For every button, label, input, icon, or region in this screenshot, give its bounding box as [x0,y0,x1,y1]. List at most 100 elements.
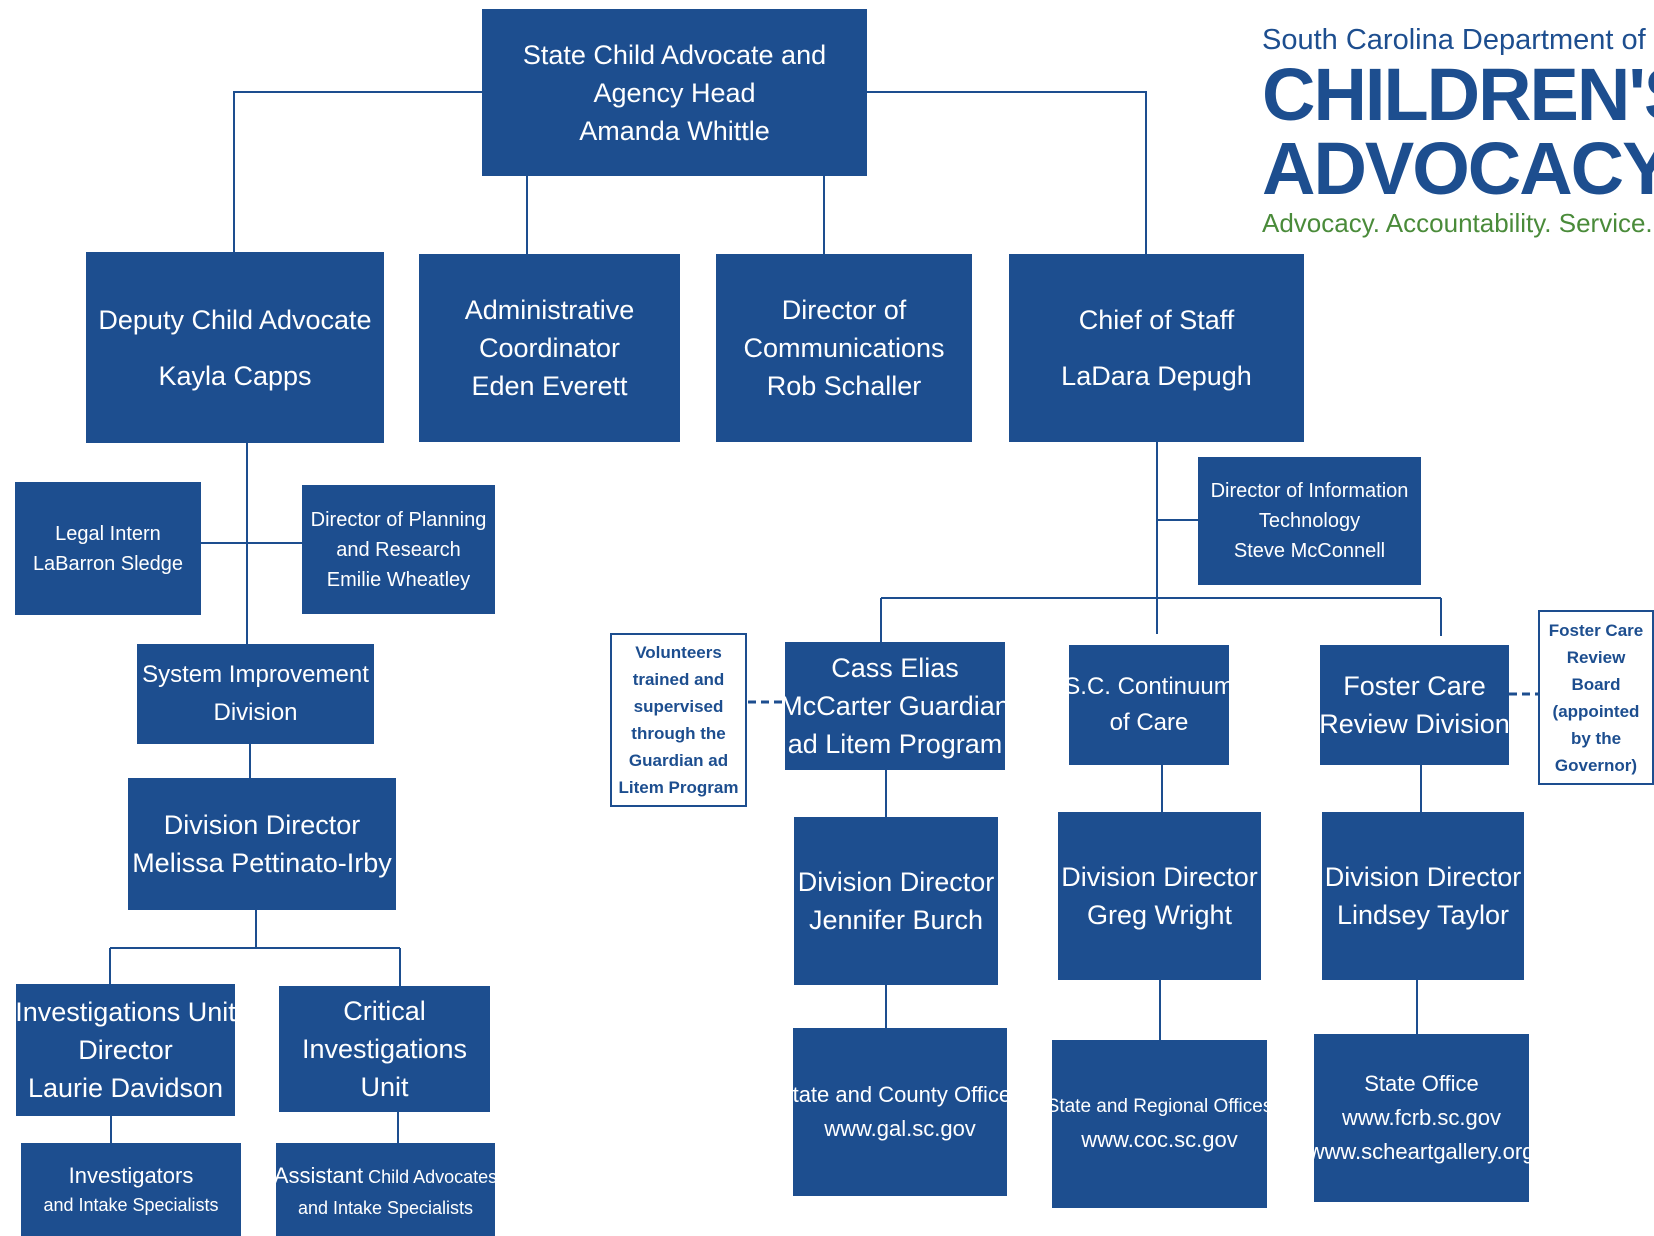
continuum-of-care-box: S.C. Continuum of Care [1064,645,1234,765]
critical-investigations-line-3: Unit [360,1072,409,1102]
admin-line-1: Administrative [464,295,635,325]
communications-line-1: Director of [781,295,907,325]
chief-of-staff-box: Chief of Staff LaDara Depugh [1009,254,1304,442]
investigations-unit-name: Laurie Davidson [27,1073,224,1103]
fcr-offices-line-1: State Office [1364,1071,1479,1096]
volunteers-note-line-6: Litem Program [618,778,739,797]
si-division-director-box: Division Director Melissa Pettinato-Irby [128,778,396,910]
gal-offices-line-1: State and County Offices [777,1082,1023,1107]
coc-division-director-box: Division Director Greg Wright [1058,812,1261,980]
volunteers-note-box: Volunteers trained and supervised throug… [610,633,747,807]
foster-care-review-division-box: Foster Care Review Division [1319,645,1510,765]
investigations-unit-director-box: Investigations Unit Director Laurie Davi… [15,984,236,1116]
admin-line-2: Coordinator [478,333,621,363]
continuum-line-1: S.C. Continuum [1064,673,1234,700]
chief-of-staff-name: LaDara Depugh [1061,361,1252,391]
administrative-coordinator-box: Administrative Coordinator Eden Everett [419,254,680,442]
coc-offices-line-1: State and Regional Offices [1046,1096,1273,1117]
fcr-board-note-line-5: by the [1570,728,1622,748]
fcr-board-note-line-3: Board [1571,674,1621,694]
gal-director-name: Jennifer Burch [808,905,984,935]
assistant-child-advocates-box: Assistant Child Advocates and Intake Spe… [274,1143,497,1236]
director-of-communications-box: Director of Communications Rob Schaller [716,254,972,442]
fcr-offices-box: State Office www.fcrb.sc.gov www.scheart… [1309,1034,1534,1202]
volunteers-note-line-4: through the [631,724,726,743]
planning-name: Emilie Wheatley [326,568,471,591]
si-director-title: Division Director [163,810,361,840]
coc-director-title: Division Director [1061,862,1258,892]
guardian-ad-litem-program-box: Cass Elias McCarter Guardian ad Litem Pr… [780,642,1010,770]
assistant-line-2: and Intake Specialists [297,1198,474,1218]
coc-director-name: Greg Wright [1086,900,1233,930]
si-director-name: Melissa Pettinato-Irby [132,848,392,878]
gal-offices-url: www.gal.sc.gov [824,1116,976,1141]
fcr-board-note-line-1: Foster Care [1548,620,1644,640]
coc-offices-url: www.coc.sc.gov [1081,1127,1238,1152]
system-improvement-line-1: System Improvement [142,661,369,688]
investigations-unit-line-1: Investigations Unit [15,997,236,1027]
gal-program-line-3: ad Litem Program [787,729,1003,759]
planning-line-1: Director of Planning [310,508,487,531]
head-title-line-2: Agency Head [593,77,756,108]
assistant-line-1a: Assistant [273,1163,364,1188]
system-improvement-line-2: Division [213,699,298,726]
fcr-board-note-line-6: Governor) [1554,755,1638,775]
gal-program-line-1: Cass Elias [831,653,959,683]
volunteers-note-line-2: trained and [632,670,725,689]
system-improvement-division-box: System Improvement Division [137,644,374,744]
critical-investigations-unit-box: Critical Investigations Unit [279,986,490,1112]
investigators-line-1: Investigators [68,1163,194,1188]
investigators-box: Investigators and Intake Specialists [21,1143,241,1236]
fcr-director-name: Lindsey Taylor [1336,900,1510,930]
admin-name: Eden Everett [471,371,628,401]
chief-of-staff-title: Chief of Staff [1078,305,1235,335]
director-of-it-box: Director of Information Technology Steve… [1198,457,1421,585]
deputy-child-advocate-box: Deputy Child Advocate Kayla Capps [86,252,384,443]
deputy-title: Deputy Child Advocate [98,304,372,335]
it-director-line-2: Technology [1258,510,1361,532]
gal-director-title: Division Director [797,867,995,897]
fcr-offices-url-1: www.fcrb.sc.gov [1342,1105,1501,1130]
coc-offices-box: State and Regional Offices www.coc.sc.go… [1047,1040,1272,1208]
logo-line-3: ADVOCACY [1262,127,1654,210]
legal-intern-name: LaBarron Sledge [32,552,184,575]
fcr-board-note-line-2: Review [1566,647,1626,667]
assistant-line-1b: Child Advocates [363,1167,498,1187]
agency-logo: South Carolina Department of CHILDREN'S … [1262,22,1654,240]
gal-offices-box: State and County Offices www.gal.sc.gov [778,1028,1022,1196]
communications-line-2: Communications [743,333,945,363]
fcr-division-line-2: Review Division [1319,709,1510,739]
volunteers-note-line-1: Volunteers [635,643,722,662]
fcr-director-title: Division Director [1324,862,1522,892]
state-child-advocate-box: State Child Advocate and Agency Head Ama… [482,9,867,176]
fcr-division-director-box: Division Director Lindsey Taylor [1322,812,1524,980]
fcr-division-line-1: Foster Care [1343,671,1486,701]
critical-investigations-line-2: Investigations [301,1034,468,1064]
logo-tagline: Advocacy. Accountability. Service. [1262,208,1653,238]
legal-intern-box: Legal Intern LaBarron Sledge [15,482,201,615]
legal-intern-title: Legal Intern [55,522,161,545]
head-name: Amanda Whittle [579,115,770,146]
communications-name: Rob Schaller [766,371,922,401]
it-director-line-1: Director of Information [1210,480,1409,502]
head-title-line-1: State Child Advocate and [522,39,827,70]
gal-program-line-2: McCarter Guardian [780,691,1010,721]
planning-line-2: and Research [336,538,461,561]
fcr-offices-url-2: www.scheartgallery.org [1308,1139,1535,1164]
logo-line-2: CHILDREN'S [1262,53,1654,136]
continuum-line-2: of Care [1109,709,1189,736]
assistant-line-1: Assistant Child Advocates [274,1161,497,1194]
it-director-name: Steve McConnell [1233,540,1386,562]
gal-division-director-box: Division Director Jennifer Burch [794,817,998,985]
fcr-board-note-line-4: (appointed [1552,701,1640,721]
volunteers-note-line-5: Guardian ad [628,751,729,770]
director-of-planning-box: Director of Planning and Research Emilie… [302,485,495,614]
investigations-unit-line-2: Director [78,1035,173,1065]
foster-care-review-board-note-box: Foster Care Review Board (appointed by t… [1538,610,1654,785]
investigators-line-2: and Intake Specialists [43,1195,219,1215]
deputy-name: Kayla Capps [158,360,312,391]
volunteers-note-line-3: supervised [633,697,724,716]
logo-line-1: South Carolina Department of [1262,24,1646,56]
critical-investigations-line-1: Critical [343,996,426,1026]
